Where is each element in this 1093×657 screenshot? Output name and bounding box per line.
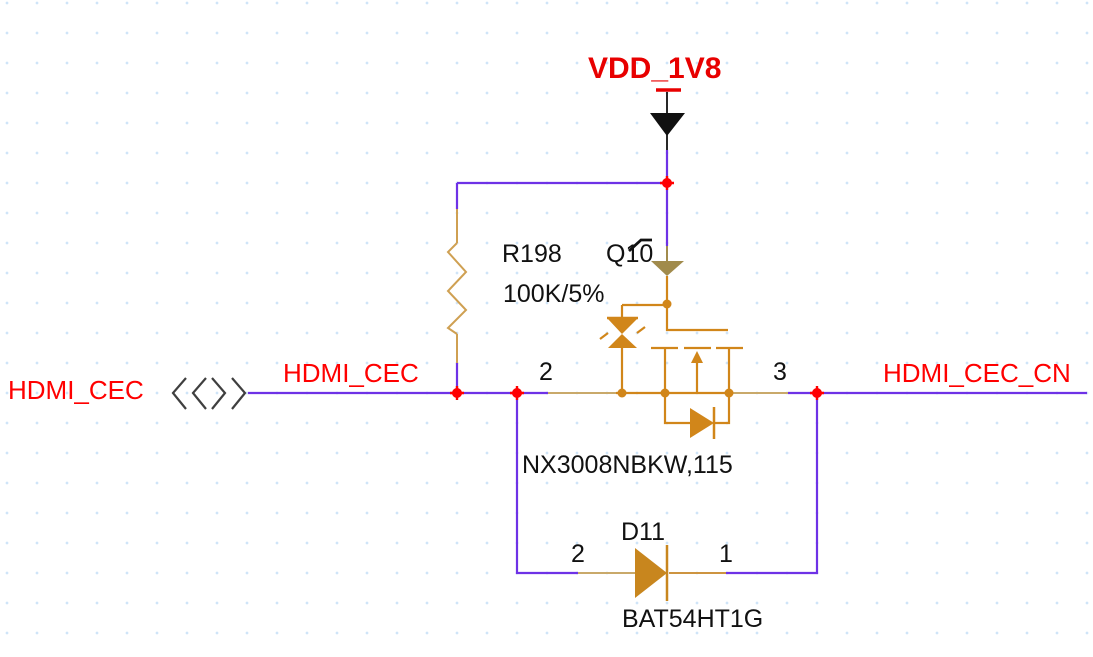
power-flag-vdd[interactable] <box>650 88 685 150</box>
port-chevron-right-1 <box>211 377 227 410</box>
net-label-right[interactable]: HDMI_CEC_CN <box>883 358 1071 388</box>
body-arrow-icon <box>691 351 703 363</box>
junction-dots <box>450 176 824 400</box>
power-flag-triangle-icon <box>650 113 685 136</box>
junction-dot <box>660 176 674 190</box>
resistor-zigzag-icon <box>446 242 468 335</box>
zener-triangle-up-icon <box>608 334 637 348</box>
mosfet-pin-number-right: 3 <box>773 358 787 386</box>
port-chevron-left-1 <box>171 377 187 410</box>
wire-d11-right-loop[interactable] <box>726 393 819 575</box>
mosfet-internal-junctions <box>617 299 734 398</box>
offpage-net-label[interactable]: HDMI_CEC <box>8 375 144 405</box>
drain-arrow-icon <box>651 261 684 276</box>
junction-dot <box>810 386 824 400</box>
diode-pin-number-right: 1 <box>719 540 733 568</box>
gold-junction-dot <box>724 388 734 398</box>
mosfet-part-label[interactable]: NX3008NBKW,115 <box>522 451 733 479</box>
resistor-value-label[interactable]: 100K/5% <box>503 280 605 308</box>
gate-pin-marker <box>628 238 652 253</box>
d11-triangle-icon <box>635 548 667 598</box>
port-chevron-right-2 <box>231 377 247 410</box>
offpage-port-icon[interactable] <box>171 377 247 410</box>
body-diode-icon <box>690 408 714 438</box>
mosfet-pin-number-left: 2 <box>539 358 553 386</box>
gold-junction-dot <box>617 388 627 398</box>
zener-wings <box>599 326 646 340</box>
gold-junction-dot <box>662 299 672 309</box>
diode-part-label[interactable]: BAT54HT1G <box>622 605 764 633</box>
diode-d11-symbol[interactable] <box>578 545 726 601</box>
body-diode-left-lead <box>663 393 690 425</box>
resistor-refdes-label[interactable]: R198 <box>502 240 562 268</box>
port-chevron-left-2 <box>191 377 207 410</box>
diode-pin-number-left: 2 <box>571 540 585 568</box>
body-diode-right-lead <box>714 393 731 425</box>
gold-junction-dot <box>660 388 670 398</box>
power-net-label[interactable]: VDD_1V8 <box>588 52 722 85</box>
net-wires[interactable] <box>248 150 1087 575</box>
junction-dot <box>450 386 464 400</box>
gate-bar <box>665 304 728 332</box>
mosfet-q10-symbol[interactable] <box>548 238 788 439</box>
net-label-left[interactable]: HDMI_CEC <box>283 358 419 388</box>
junction-dot <box>510 386 524 400</box>
resistor-r198-symbol[interactable] <box>446 209 468 363</box>
diode-refdes-label[interactable]: D11 <box>621 518 666 546</box>
wire-d11-left-loop[interactable] <box>515 393 578 575</box>
mosfet-refdes-label[interactable]: Q10 <box>606 240 654 268</box>
zener-triangle-down-icon <box>608 319 637 334</box>
